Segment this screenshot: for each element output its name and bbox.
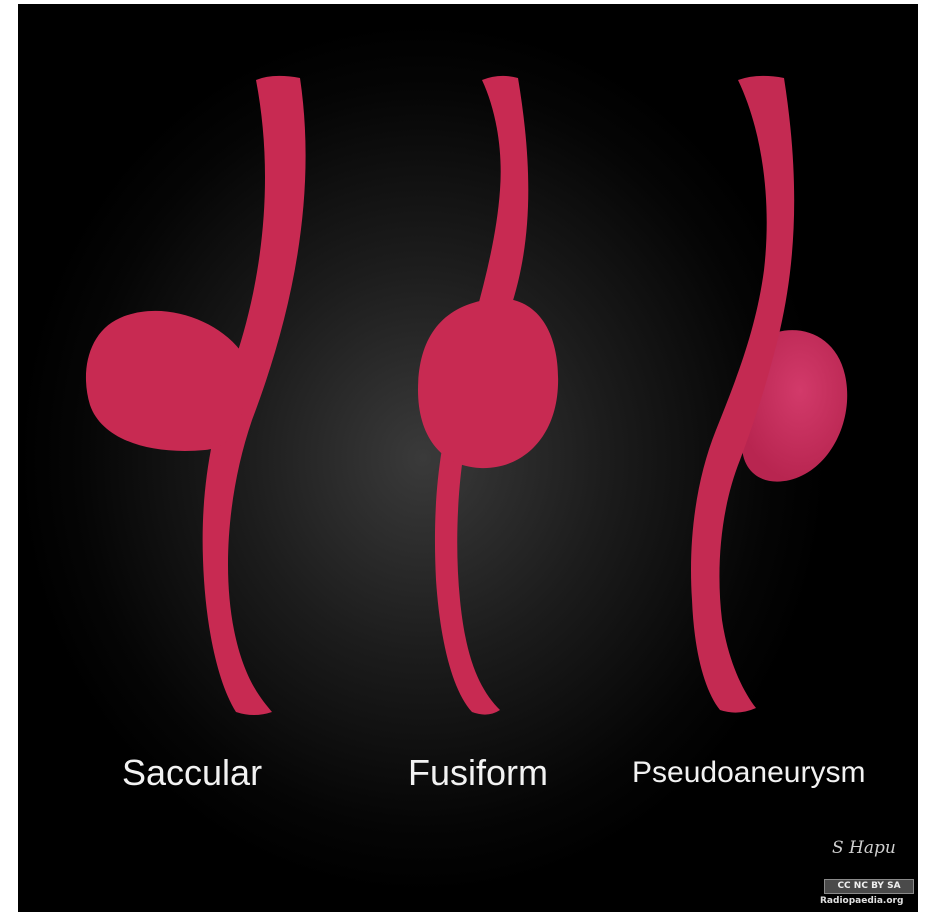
pseudoaneurysm-vessel [691,76,847,713]
label-pseudoaneurysm: Pseudoaneurysm [632,756,865,790]
fusiform-vessel [418,76,558,715]
site-credit: Radiopaedia.org [820,896,903,906]
saccular-sac [86,311,243,451]
saccular-vessel [86,76,306,715]
artist-signature: S Hapu [832,838,896,858]
label-fusiform: Fusiform [408,752,548,794]
fusiform-dilation [418,298,558,468]
license-badge: CC NC BY SA [824,879,914,894]
label-saccular: Saccular [122,752,262,794]
